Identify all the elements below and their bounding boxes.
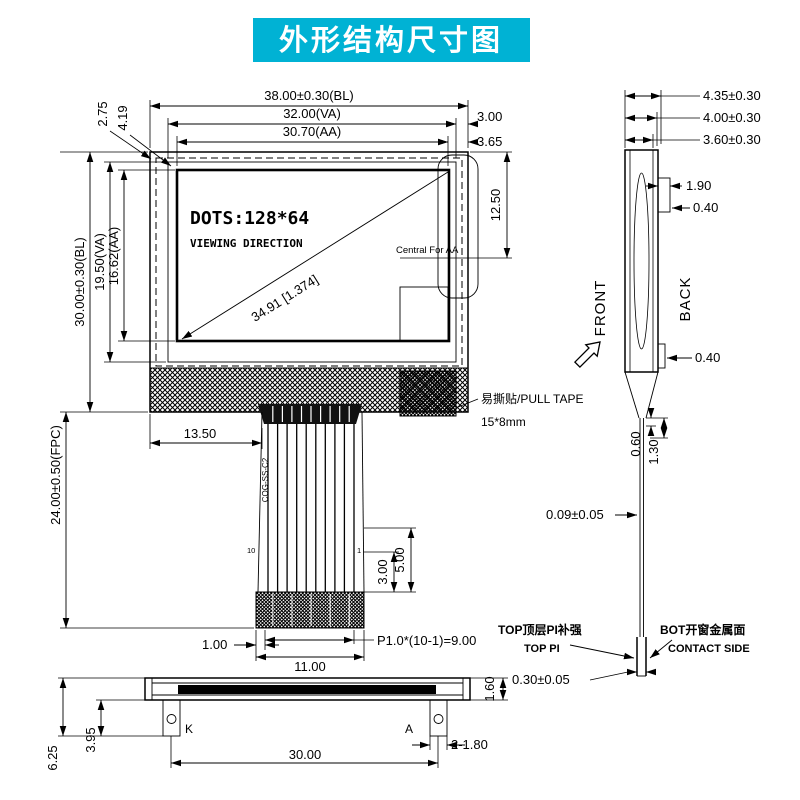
viewing-direction-label: VIEWING DIRECTION bbox=[190, 237, 303, 250]
dim-aa-height-label: 16.62(AA) bbox=[106, 227, 121, 286]
bottom-view: K A 1.60 3.95 6.25 2-1.80 30.00 bbox=[45, 676, 508, 771]
pull-tape-window bbox=[399, 286, 449, 342]
pull-tape-leader bbox=[457, 398, 479, 408]
dots-label: DOTS:128*64 bbox=[190, 208, 309, 229]
side-view: 4.35±0.30 4.00±0.30 3.60±0.30 1.90 0.40 … bbox=[498, 88, 761, 687]
dim-400-label: 4.00±0.30 bbox=[703, 110, 761, 125]
side-profile-body bbox=[624, 149, 659, 373]
pin-a-label: A bbox=[405, 722, 413, 736]
front-face-label: FRONT bbox=[592, 280, 609, 337]
dim-3000-label: 30.00 bbox=[289, 747, 322, 762]
bot-leader bbox=[649, 639, 673, 659]
dim-fpc-length-label: 24.00±0.50(FPC) bbox=[48, 425, 63, 525]
pin-10-label: 10 bbox=[247, 546, 255, 555]
dim-009-label: 0.09±0.05 bbox=[546, 507, 604, 522]
pull-tape-label-1: 易撕贴/PULL TAPE bbox=[481, 392, 583, 406]
dim-gap-aa-label: 3.65 bbox=[477, 134, 502, 149]
top-pi-cn-label: TOP顶层PI补强 bbox=[498, 622, 582, 637]
dim-aa-width-label: 30.70(AA) bbox=[283, 124, 342, 139]
dim-cable-300-label: 3.00 bbox=[375, 559, 390, 584]
dim-1100-label: 11.00 bbox=[294, 659, 326, 674]
dim-180-label: 2-1.80 bbox=[451, 737, 488, 752]
va-outline bbox=[167, 161, 457, 363]
dim-030-leader bbox=[589, 671, 629, 681]
dim-395-label: 3.95 bbox=[83, 727, 98, 752]
side-lens-ellipse bbox=[633, 172, 650, 350]
back-face-label: BACK bbox=[677, 277, 694, 322]
pull-tape-top-outline bbox=[437, 154, 479, 299]
contact-fingers bbox=[255, 591, 365, 629]
dim-160-label: 1.60 bbox=[482, 676, 497, 701]
pin-a bbox=[429, 699, 448, 737]
title-banner: 外形结构尺寸图 bbox=[253, 18, 530, 62]
dim-190-label: 1.90 bbox=[686, 178, 711, 193]
dim-435-label: 4.35±0.30 bbox=[703, 88, 761, 103]
bot-en-label: CONTACT SIDE bbox=[668, 643, 750, 655]
pin-k bbox=[162, 699, 181, 737]
dim-gap-va-label: 3.00 bbox=[477, 109, 502, 124]
dim-cable-500-label: 5.00 bbox=[392, 547, 407, 572]
dim-419-leader bbox=[129, 134, 172, 167]
viewing-direction-arrow bbox=[573, 341, 601, 369]
dim-419-label: 4.19 bbox=[115, 105, 130, 130]
pull-tape-label-2: 15*8mm bbox=[481, 415, 526, 429]
aa-outline bbox=[175, 168, 451, 343]
dim-130-label: 1.30 bbox=[646, 439, 661, 464]
bottom-view-outline bbox=[144, 677, 471, 701]
bot-cn-label: BOT开窗金属面 bbox=[660, 622, 745, 637]
dim-040-top-label: 0.40 bbox=[693, 200, 718, 215]
contact-finger-slits bbox=[272, 594, 350, 626]
side-taper-left bbox=[624, 371, 640, 419]
side-top-tab bbox=[657, 177, 671, 213]
dim-040-bot-label: 0.40 bbox=[695, 350, 720, 365]
cable-code-label: COG-SS-C2 bbox=[261, 457, 270, 502]
pin-k-hole bbox=[166, 714, 177, 724]
glass-edge-bar bbox=[178, 685, 436, 694]
dim-1350-label: 13.50 bbox=[184, 426, 217, 441]
pin-a-hole bbox=[433, 714, 444, 724]
title-banner-background bbox=[253, 18, 530, 62]
top-pi-leader bbox=[569, 644, 635, 660]
fpc-traces bbox=[267, 424, 355, 592]
front-view-dimensions: 38.00±0.30(BL) 32.00(VA) 30.70(AA) 3.00 … bbox=[48, 88, 583, 674]
dim-va-height-label: 19.50(VA) bbox=[92, 233, 107, 291]
page-title: 外形结构尺寸图 bbox=[279, 24, 503, 57]
dim-100-label: 1.00 bbox=[202, 637, 227, 652]
top-pi-en-label: TOP PI bbox=[524, 643, 560, 655]
fpc-bonding-block bbox=[258, 404, 362, 424]
backlight-dashed-outline bbox=[155, 157, 463, 367]
dim-275-label: 2.75 bbox=[95, 101, 110, 126]
dim-275-leader bbox=[109, 130, 152, 160]
pin-k-label: K bbox=[185, 722, 193, 736]
extension-lines-left bbox=[60, 151, 175, 413]
pull-tape-hatch bbox=[399, 370, 457, 417]
dim-va-width-label: 32.00(VA) bbox=[283, 106, 341, 121]
dim-030-label: 0.30±0.05 bbox=[512, 672, 570, 687]
fpc-right-edge bbox=[361, 411, 365, 593]
side-bottom-tab bbox=[657, 343, 666, 369]
central-for-aa-label: Central For AA bbox=[396, 245, 459, 256]
pin-1-label: 1 bbox=[357, 546, 361, 555]
dim-360-label: 3.60±0.30 bbox=[703, 132, 761, 147]
diagonal-leader bbox=[181, 171, 449, 340]
dim-1250-label: 12.50 bbox=[488, 189, 503, 222]
dim-625-label: 6.25 bbox=[45, 745, 60, 770]
fpc-bonding-slits bbox=[272, 406, 350, 422]
dim-pitch-label: P1.0*(10-1)=9.00 bbox=[377, 633, 476, 648]
dim-060-label: 0.60 bbox=[628, 431, 643, 456]
dim-bl-height-label: 30.00±0.30(BL) bbox=[72, 237, 87, 327]
dim-bl-width-label: 38.00±0.30(BL) bbox=[264, 88, 354, 103]
